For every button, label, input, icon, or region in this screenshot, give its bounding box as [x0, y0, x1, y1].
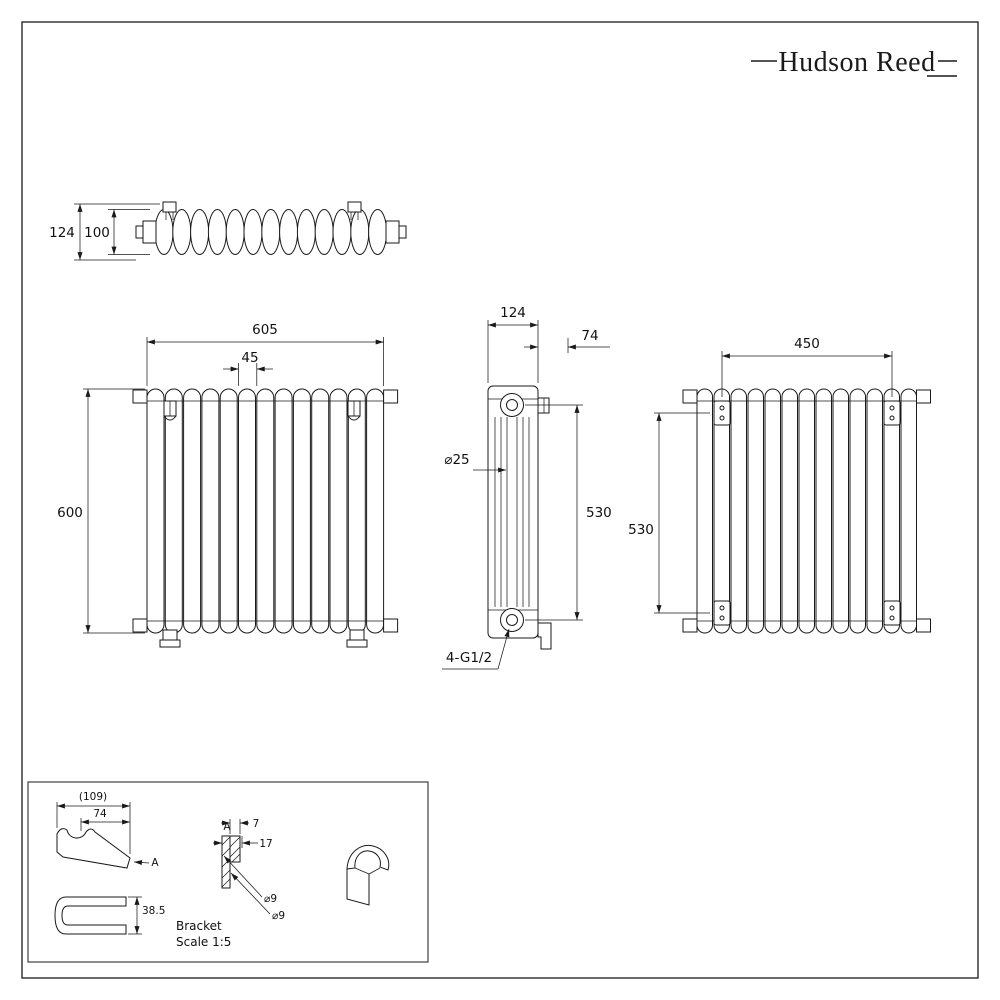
side-wall-bracket-top: [538, 397, 550, 414]
dim-bracket-height: 38.5: [128, 896, 165, 935]
dim-rear-530-label: 530: [628, 522, 654, 538]
side-view: 124 74 ⌀25 530 4-G1/2: [442, 305, 612, 670]
top-view-bracket-right: [347, 201, 362, 220]
dim-bracket-t2: 17: [213, 836, 273, 850]
rear-end-cap-bottom-right: [916, 618, 931, 633]
dim-front-section-pitch: 45: [223, 350, 273, 386]
dim-bracket-109-label: (109): [79, 791, 107, 803]
dim-side-pipe-label: ⌀25: [444, 452, 469, 468]
front-end-cap-bottom-left: [132, 618, 148, 633]
dim-bracket-385-label: 38.5: [142, 905, 165, 917]
dim-bracket-overall: (109): [56, 791, 131, 854]
rear-bracket-bottom-right: [883, 600, 901, 626]
top-view-sections: [154, 209, 388, 255]
rear-end-cap-top-left: [682, 389, 698, 404]
dim-side-tapping-centres: 530: [525, 404, 612, 621]
side-body: [487, 385, 539, 639]
bracket-section-view: A: [221, 821, 241, 889]
dim-bracket-length: 74: [80, 808, 130, 831]
rear-bracket-top-left: [713, 400, 731, 426]
dim-top-depth-overall: 124: [49, 203, 160, 261]
rear-end-cap-top-right: [916, 389, 931, 404]
front-end-cap-top-left: [132, 389, 148, 404]
front-end-cap-bottom-right: [383, 618, 399, 633]
bracket-detail-scale: Scale 1:5: [176, 935, 231, 949]
bracket-section-arrow: A: [133, 857, 159, 869]
dim-bracket-7-label: 7: [253, 818, 260, 830]
bracket-detail-title: Bracket: [176, 919, 222, 933]
dim-bracket-hole-2: ⌀9: [230, 872, 285, 922]
rear-end-cap-bottom-left: [682, 618, 698, 633]
side-wall-bracket-bottom: [537, 622, 552, 650]
dim-rear-450-label: 450: [794, 336, 820, 352]
rear-view: 450 530: [628, 336, 931, 634]
dim-bracket-hole-1: ⌀9: [223, 855, 277, 905]
dim-front-605-label: 605: [252, 322, 278, 338]
rear-bracket-bottom-left: [713, 600, 731, 626]
bracket-clip-view: [54, 896, 127, 935]
front-bracket-top-left: [163, 400, 177, 421]
top-view-end-fitting-right: [385, 220, 407, 244]
bracket-isometric-view: [346, 844, 390, 906]
bracket-profile-view: [56, 828, 131, 869]
front-end-cap-top-right: [383, 389, 399, 404]
rear-bracket-top-right: [883, 400, 901, 426]
dim-side-74-label: 74: [581, 328, 598, 344]
dim-bracket-74-label: 74: [93, 808, 107, 820]
front-foot-right: [346, 629, 368, 648]
front-view-columns: [146, 388, 385, 634]
dim-side-bracket-projection: 74: [524, 328, 610, 353]
brand-logo-text: Hudson Reed: [778, 47, 935, 78]
dim-front-600-label: 600: [57, 505, 83, 521]
dim-side-530-label: 530: [586, 505, 612, 521]
front-view: 605 45 600: [57, 322, 399, 648]
section-a-label: A: [223, 821, 231, 833]
section-arrow-a-label: A: [151, 857, 159, 869]
dim-side-connections: 4-G1/2: [442, 628, 510, 670]
top-view-end-fitting-left: [135, 220, 157, 244]
dim-bracket-d9b-label: ⌀9: [272, 910, 285, 922]
bracket-detail-border: [27, 781, 429, 963]
dim-side-depth: 124: [487, 305, 539, 383]
front-foot-left: [159, 629, 181, 648]
top-view-bracket-left: [162, 201, 177, 220]
dim-bracket-d9a-label: ⌀9: [264, 893, 277, 905]
dim-top-124-label: 124: [49, 225, 75, 241]
dim-rear-bracket-spacing-v: 530: [628, 412, 710, 614]
dim-front-height: 600: [57, 388, 145, 634]
dim-bracket-t1: 7: [221, 818, 259, 834]
rear-view-columns: [696, 388, 917, 634]
dim-top-depth-columns: 100: [84, 209, 150, 255]
dim-front-45-label: 45: [241, 350, 258, 366]
dim-bracket-17-label: 17: [259, 838, 272, 850]
dim-top-100-label: 100: [84, 225, 110, 241]
dim-side-124-label: 124: [500, 305, 526, 321]
bracket-detail: (109) 74 A 38.5: [27, 781, 429, 963]
dim-side-pipe-diameter: ⌀25: [444, 452, 506, 473]
brand-logo: Hudson Reed: [751, 47, 957, 78]
top-view: 124 100: [49, 201, 407, 261]
front-bracket-top-right: [347, 400, 361, 421]
dim-rear-bracket-spacing-h: 450: [721, 336, 893, 397]
dim-front-width: 605: [146, 322, 384, 386]
sheet-border: [21, 21, 979, 979]
dim-side-4g12-label: 4-G1/2: [446, 650, 492, 666]
